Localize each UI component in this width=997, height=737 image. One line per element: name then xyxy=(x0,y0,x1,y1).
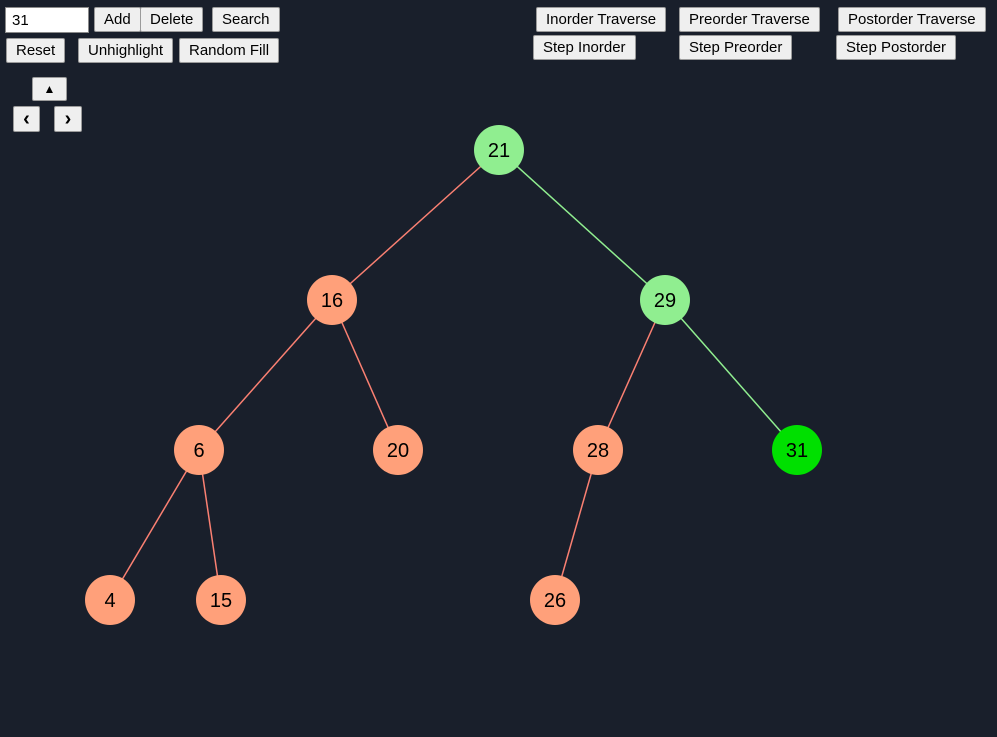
tree-node-circle xyxy=(573,425,623,475)
pan-right-button[interactable]: › xyxy=(54,106,82,132)
tree-node-20: 20 xyxy=(373,425,423,475)
right-chevron-icon: › xyxy=(64,108,72,130)
tree-node-circle xyxy=(474,125,524,175)
tree-edge-21-29 xyxy=(498,149,666,301)
tree-node-4: 4 xyxy=(85,575,135,625)
tree-edge-6-4 xyxy=(109,449,200,601)
tree-edge-16-20 xyxy=(331,299,399,451)
tree-node-31: 31 xyxy=(772,425,822,475)
random-fill-button[interactable]: Random Fill xyxy=(179,38,280,63)
search-button[interactable]: Search xyxy=(212,7,280,32)
tree-edge-16-6 xyxy=(198,299,333,451)
tree-edge-28-26 xyxy=(554,449,599,601)
tree-node-circle xyxy=(772,425,822,475)
inorder-traverse-button[interactable]: Inorder Traverse xyxy=(536,7,667,32)
tree-node-28: 28 xyxy=(573,425,623,475)
tree-node-circle xyxy=(373,425,423,475)
step-postorder-button[interactable]: Step Postorder xyxy=(836,35,957,60)
tree-edge-29-28 xyxy=(597,299,666,451)
tree-node-circle xyxy=(307,275,357,325)
tree-node-29: 29 xyxy=(640,275,690,325)
tree-node-circle xyxy=(530,575,580,625)
delete-button[interactable]: Delete xyxy=(140,7,204,32)
up-arrow-icon: ▲ xyxy=(43,82,56,96)
tree-node-16: 16 xyxy=(307,275,357,325)
preorder-traverse-button[interactable]: Preorder Traverse xyxy=(679,7,820,32)
step-preorder-button[interactable]: Step Preorder xyxy=(679,35,793,60)
unhighlight-button[interactable]: Unhighlight xyxy=(78,38,174,63)
tree-node-circle xyxy=(196,575,246,625)
tree-node-6: 6 xyxy=(174,425,224,475)
tree-node-21: 21 xyxy=(474,125,524,175)
tree-edge-6-15 xyxy=(198,449,222,601)
postorder-traverse-button[interactable]: Postorder Traverse xyxy=(838,7,986,32)
tree-edge-21-16 xyxy=(331,149,500,301)
step-inorder-button[interactable]: Step Inorder xyxy=(533,35,636,60)
tree-node-26: 26 xyxy=(530,575,580,625)
tree-node-circle xyxy=(640,275,690,325)
tree-node-15: 15 xyxy=(196,575,246,625)
reset-button[interactable]: Reset xyxy=(6,38,66,63)
tree-edge-29-31 xyxy=(664,299,798,451)
pan-up-button[interactable]: ▲ xyxy=(32,77,67,101)
tree-node-circle xyxy=(85,575,135,625)
value-input[interactable] xyxy=(5,7,89,33)
add-button[interactable]: Add xyxy=(94,7,141,32)
pan-left-button[interactable]: ‹ xyxy=(13,106,40,132)
left-chevron-icon: ‹ xyxy=(23,108,30,130)
tree-node-circle xyxy=(174,425,224,475)
